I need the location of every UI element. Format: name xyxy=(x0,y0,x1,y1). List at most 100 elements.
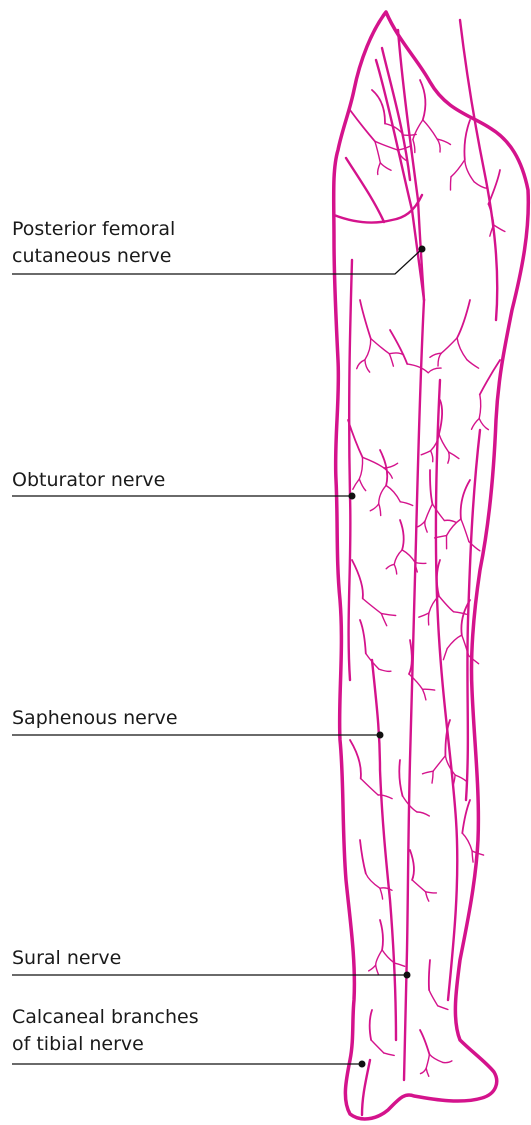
nerve-branch xyxy=(386,564,394,568)
nerve-branch xyxy=(413,140,415,153)
leg-illustration xyxy=(334,12,529,1119)
nerve-branch xyxy=(371,1040,384,1053)
label-line: Posterior femoral xyxy=(12,216,175,243)
nerve-branch xyxy=(450,177,451,190)
nerve-branch xyxy=(363,599,382,614)
nerve-branch xyxy=(399,760,402,796)
nerve-branch xyxy=(363,457,385,468)
nerve-branch xyxy=(423,689,435,690)
nerve-branch xyxy=(417,812,429,816)
upper-thigh-trunk-2 xyxy=(376,60,424,300)
nerve-branch xyxy=(488,170,500,204)
leader-sural-dot xyxy=(404,972,411,979)
nerve-branch xyxy=(360,840,366,874)
nerve-branch xyxy=(431,451,433,462)
leader-calcaneal-dot xyxy=(359,1061,366,1068)
saphenous-trunk xyxy=(372,660,396,1040)
nerve-branch xyxy=(394,550,402,565)
nerve-branch xyxy=(426,892,437,893)
leg-outline xyxy=(334,12,529,1119)
nerve-branch xyxy=(350,740,361,779)
nerve-branch xyxy=(462,800,470,833)
label-calcaneal-branches-of-tibial-nerve: Calcaneal branches of tibial nerve xyxy=(12,1004,199,1058)
leader-saphenous-dot xyxy=(377,732,384,739)
nerve-branch xyxy=(376,950,382,965)
nerve-branch xyxy=(402,550,415,563)
nerve-branch xyxy=(451,160,465,177)
obturator-trunk xyxy=(349,260,352,680)
nerve-branch xyxy=(444,520,456,522)
nerve-branch xyxy=(438,1006,448,1010)
nerve-branch xyxy=(423,689,426,700)
nerve-branch xyxy=(428,368,441,373)
nerve-branch xyxy=(417,521,425,527)
nerve-branch xyxy=(384,1053,395,1056)
nerve-branch xyxy=(390,330,407,364)
nerve-branch xyxy=(366,874,380,889)
nerve-branch xyxy=(461,519,469,542)
nerve-branch xyxy=(423,771,434,774)
nerve-branch xyxy=(409,640,412,674)
nerve-branch xyxy=(479,395,481,419)
nerve-branch xyxy=(400,502,412,506)
nerve-branch xyxy=(464,120,470,160)
nerve-branch xyxy=(379,669,391,671)
nerve-branch xyxy=(443,1061,452,1063)
nerve-branch xyxy=(359,479,365,491)
nerve-branch xyxy=(380,888,392,890)
nerve-branch xyxy=(400,520,404,550)
nerve-branch xyxy=(410,850,414,880)
nerve-branch xyxy=(420,1030,429,1054)
nerve-branch xyxy=(432,504,444,521)
nerve-branch xyxy=(375,141,380,162)
nerve-branch xyxy=(494,225,505,232)
nerve-branch xyxy=(384,468,392,478)
nerve-branch xyxy=(432,771,433,783)
nerve-branch xyxy=(457,338,467,360)
label-line: of tibial nerve xyxy=(12,1031,199,1058)
nerve-branch xyxy=(361,779,378,796)
nerve-branch xyxy=(389,354,393,367)
nerve-branch xyxy=(350,110,375,141)
label-posterior-femoral-cutaneous-nerve: Posterior femoral cutaneous nerve xyxy=(12,216,175,270)
nerve-branch xyxy=(370,504,378,511)
label-line: Calcaneal branches xyxy=(12,1004,199,1031)
nerve-branch xyxy=(376,965,379,975)
nerve-branch xyxy=(415,562,426,563)
nerve-branch xyxy=(462,833,472,851)
nerve-branch xyxy=(389,353,403,355)
nerve-branch xyxy=(429,960,430,990)
nerve-branch xyxy=(426,892,429,901)
label-line: Saphenous nerve xyxy=(12,705,178,732)
nerve-branch xyxy=(479,419,488,430)
nerve-branch xyxy=(449,452,459,459)
nerve-branch xyxy=(365,360,370,372)
nerve-branch xyxy=(441,338,457,353)
nerve-branch xyxy=(472,419,480,430)
nerve-branch xyxy=(380,920,383,950)
nerve-branch xyxy=(394,564,397,574)
nerve-branch xyxy=(474,182,487,189)
nerve-branch xyxy=(419,613,429,617)
nerve-branch xyxy=(413,120,423,140)
label-obturator-nerve: Obturator nerve xyxy=(12,467,165,494)
nerve-branch xyxy=(425,521,427,532)
nerve-branch xyxy=(360,620,366,654)
nerve-branch xyxy=(386,486,400,502)
calcaneal-trunk xyxy=(362,1060,370,1115)
nerve-branch xyxy=(353,479,360,489)
nerve-branch xyxy=(472,851,473,862)
label-line: Obturator nerve xyxy=(12,467,165,494)
nerve-branch xyxy=(372,90,385,124)
label-sural-nerve: Sural nerve xyxy=(12,945,121,972)
nerve-branch xyxy=(378,163,381,175)
nerve-branch xyxy=(380,163,391,171)
nerve-branch xyxy=(381,614,395,616)
nerve-branch xyxy=(370,1010,372,1040)
nerve-branch xyxy=(394,963,404,966)
nerve-branch xyxy=(438,353,441,366)
nerve-branch xyxy=(443,649,447,660)
nerve-branch xyxy=(359,457,362,479)
nerve-branch xyxy=(455,775,466,781)
nerve-branch xyxy=(461,480,470,519)
